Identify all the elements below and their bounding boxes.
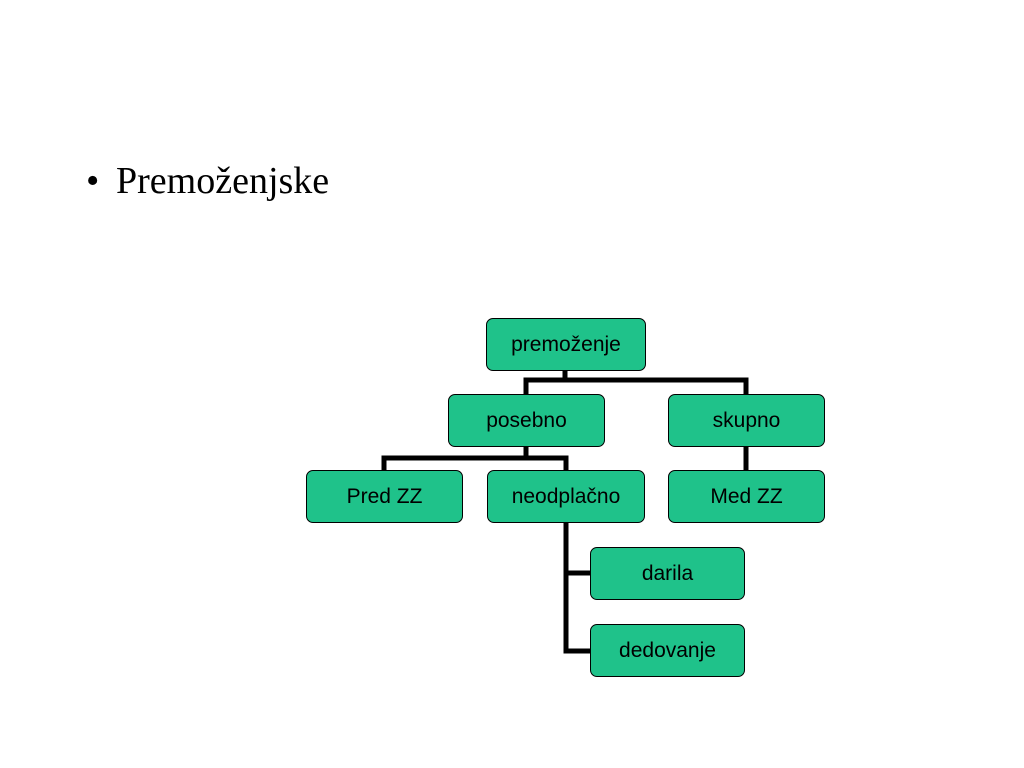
node-pred-zz: Pred ZZ xyxy=(306,470,463,523)
node-premozenje: premoženje xyxy=(486,318,646,371)
bullet-text: Premoženjske xyxy=(116,160,330,202)
node-med-zz: Med ZZ xyxy=(668,470,825,523)
node-skupno: skupno xyxy=(668,394,825,447)
node-posebno: posebno xyxy=(448,394,605,447)
bullet-item: • Premoženjske xyxy=(86,156,329,206)
node-dedovanje: dedovanje xyxy=(590,624,745,677)
node-neodplacno: neodplačno xyxy=(487,470,645,523)
node-darila: darila xyxy=(590,547,745,600)
bullet-marker: • xyxy=(86,160,100,202)
